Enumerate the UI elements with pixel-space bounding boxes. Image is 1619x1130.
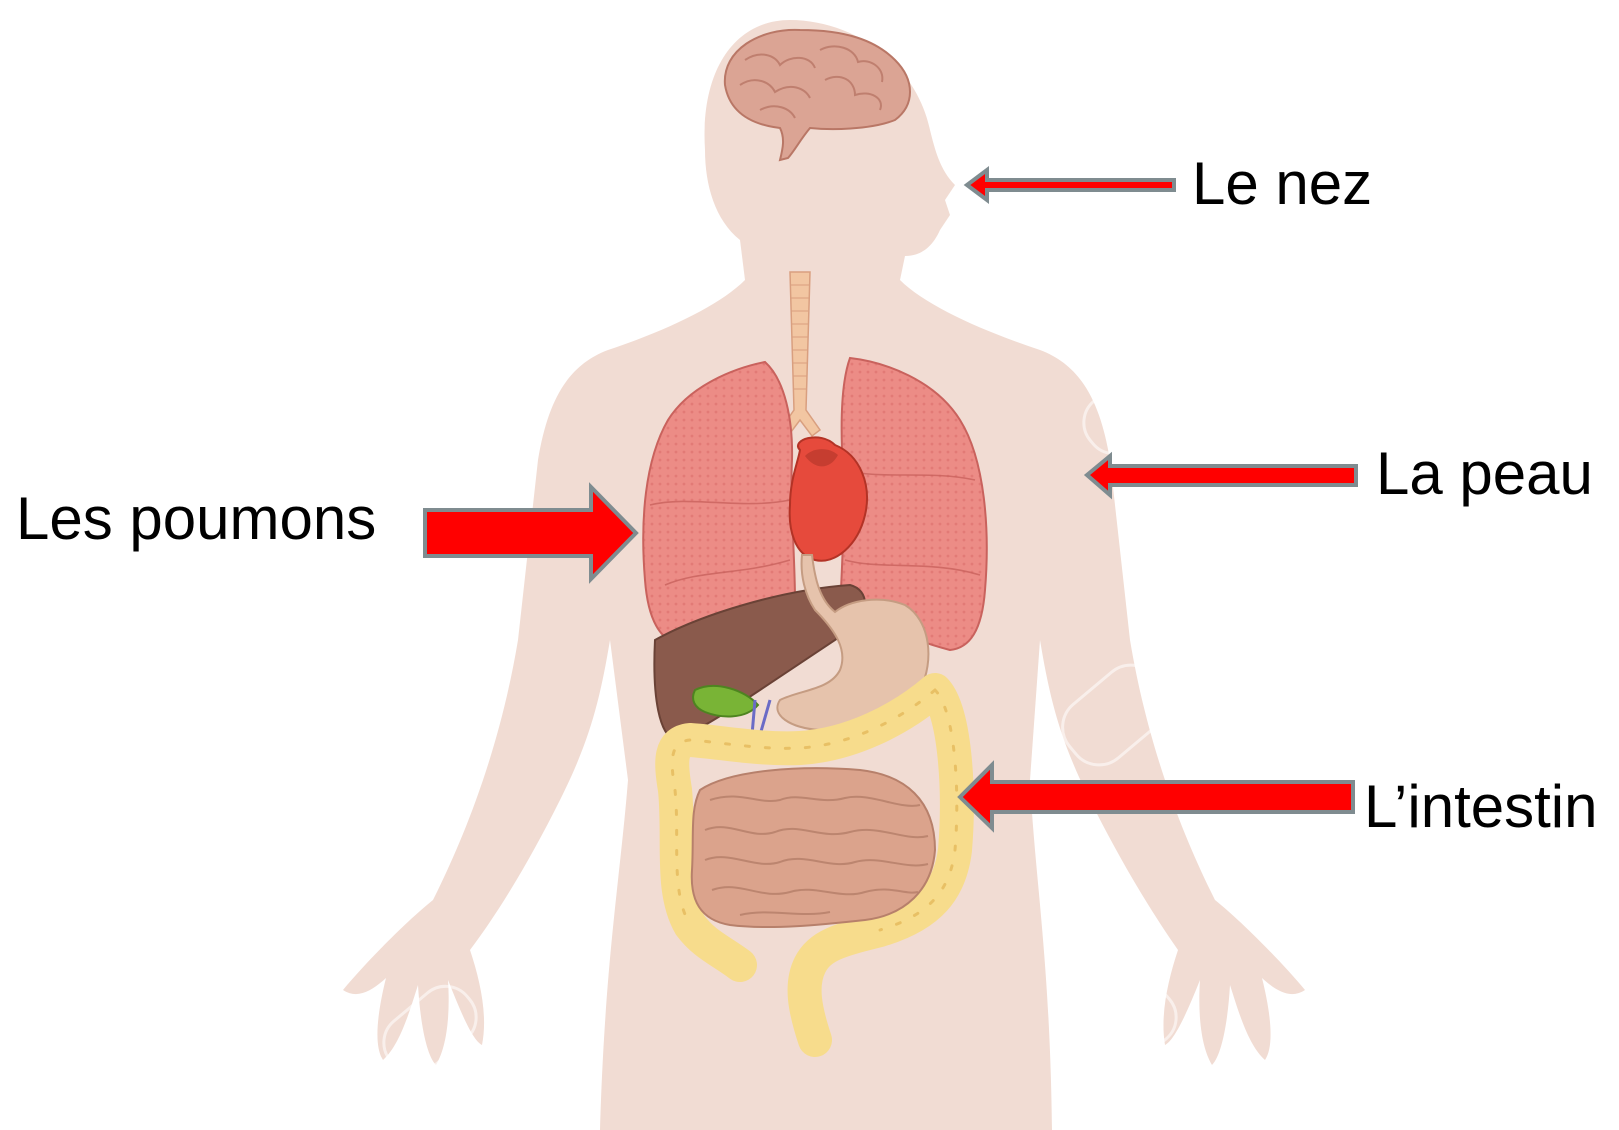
label-lungs: Les poumons <box>16 489 376 549</box>
small-intestine-icon <box>692 768 935 927</box>
label-nose: Le nez <box>1192 154 1372 214</box>
arrow-nose <box>967 170 1174 200</box>
label-intestine: L’intestin <box>1364 777 1598 837</box>
label-skin: La peau <box>1376 444 1593 504</box>
arrow-skin <box>1087 456 1356 495</box>
